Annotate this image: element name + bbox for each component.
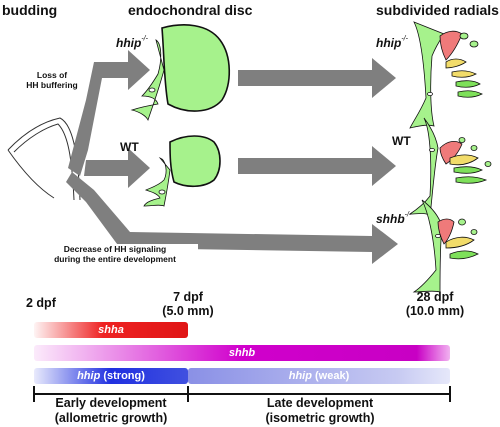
annotation-decrease-hh-signaling: Decrease of HH signaling during the enti…	[32, 244, 198, 264]
phase-early: Early development (allometric growth)	[54, 396, 168, 425]
arrow-wt-late	[238, 146, 396, 186]
header-subdivided-radials: subdivided radials	[376, 2, 499, 18]
hhip-endochondral-disc	[130, 24, 231, 122]
arrow-hhip-late	[238, 58, 396, 98]
hhip-weak-bar	[188, 368, 450, 384]
bar-label-hhip-strong: hhip (strong)	[77, 370, 145, 382]
shha-bar	[34, 322, 188, 338]
label-shhb-radials: shhb-/-	[376, 211, 412, 226]
timeline-axis	[33, 386, 451, 402]
shhb-bar	[34, 345, 450, 361]
label-wt-radials: WT	[392, 134, 411, 148]
age-end: 28 dpf (10.0 mm)	[405, 290, 465, 318]
bar-label-hhip-weak: hhip (weak)	[288, 370, 350, 382]
wt-endochondral-disc	[143, 135, 221, 207]
age-start: 2 dpf	[26, 296, 56, 310]
trunk-upper	[68, 50, 150, 176]
expression-bars	[34, 322, 450, 384]
hhip-strong-bar	[34, 368, 188, 384]
label-wt-disc: WT	[120, 140, 139, 154]
bar-label-shhb: shhb	[228, 347, 256, 359]
branch-arrows	[66, 50, 398, 264]
trunk-lower	[66, 172, 398, 264]
header-endochondral-disc: endochondral disc	[128, 2, 253, 18]
branch-wt	[84, 148, 150, 188]
fin-bud-sketch	[7, 117, 81, 201]
hhip-subdivided-radials	[409, 21, 483, 129]
wt-subdivided-radials	[408, 117, 492, 217]
bar-label-shha: shha	[98, 324, 124, 336]
label-hhip-disc: hhip-/-	[116, 35, 148, 50]
header-budding: budding	[2, 2, 58, 18]
phase-late: Late development (isometric growth)	[265, 396, 375, 425]
annotation-loss-of-buffering: Loss of HH buffering	[20, 70, 84, 90]
age-mid: 7 dpf (5.0 mm)	[162, 290, 214, 318]
shhb-subdivided-radials	[412, 199, 479, 293]
label-hhip-radials: hhip-/-	[376, 35, 408, 50]
